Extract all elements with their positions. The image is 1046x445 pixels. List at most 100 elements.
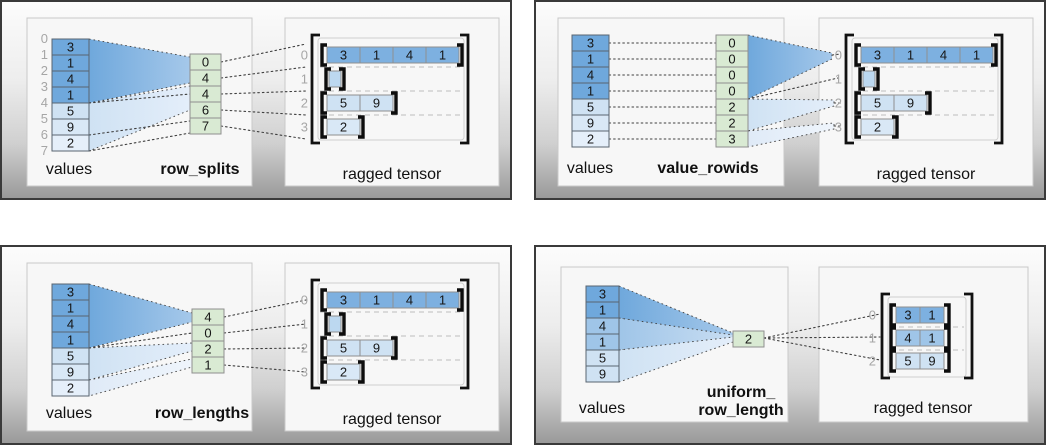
tensor-cell [959, 46, 994, 64]
spec-cell-text: 4 [204, 310, 211, 325]
spec-cell-text: 0 [728, 36, 735, 51]
spec-label-line2: row_length [698, 402, 783, 419]
tensor-cell-text: 3 [874, 48, 881, 63]
spec-cell [189, 117, 222, 135]
tensor-cell-text: 4 [904, 331, 911, 346]
values-cell-text: 3 [587, 36, 594, 51]
values-cell [51, 379, 90, 397]
row-index-label: 2 [301, 96, 308, 111]
ragged-tensor: 3 1 4 1 5 9 2 0 1 2 3 [301, 278, 470, 390]
funnel-light [88, 85, 191, 152]
tensor-cell-text: 3 [340, 293, 347, 308]
tensor-cell-text: 9 [928, 354, 935, 369]
values-cell-text: 2 [67, 136, 74, 151]
spec-cell [191, 356, 225, 374]
value-index-label: 4 [41, 95, 48, 110]
tensor-outline [317, 282, 465, 386]
values-cell-text: 3 [599, 287, 606, 302]
row-index-label: 2 [835, 96, 842, 111]
ragged-tensor: 3 1 4 1 5 9 0 1 2 [869, 292, 974, 380]
tensor-cell [893, 94, 928, 112]
values-cell-text: 4 [587, 68, 594, 83]
spec-cell-text: 2 [728, 116, 735, 131]
spec-cell-text: 0 [204, 326, 211, 341]
row-index-label: 1 [869, 331, 876, 346]
tensor-label: ragged tensor [343, 411, 442, 428]
value-index-label: 7 [41, 143, 48, 158]
tensor-cell-text: 2 [340, 365, 347, 380]
outer-brackets [880, 292, 974, 380]
tensor-outline [887, 296, 967, 378]
funnel-dark [88, 38, 191, 104]
values-cell-text: 1 [599, 303, 606, 318]
spec-cell [732, 330, 765, 348]
row-separators [320, 66, 462, 116]
funnel-dark [618, 285, 734, 339]
tensor-cell-text: 1 [373, 293, 380, 308]
values-cell-text: 5 [587, 100, 594, 115]
values-cell-text: 2 [67, 381, 74, 396]
tensor-empty-cell [328, 315, 342, 333]
panel-row-splits: 3 1 4 1 5 9 2 0 1 2 3 4 5 6 7 0 4 4 6 7 [0, 0, 512, 200]
tensor-cell [425, 291, 460, 309]
diagram-uniform-row-length: 3 1 4 1 5 9 2 3 1 4 1 5 9 0 1 2 values u… [560, 266, 1029, 423]
outer-brackets [310, 278, 470, 390]
tensor-cell [860, 118, 895, 136]
tensor-cell-text: 1 [439, 293, 446, 308]
row-index-label: 1 [301, 72, 308, 87]
ragged-tensor: 3 1 4 1 5 9 2 0 1 2 3 [301, 33, 470, 145]
tensor-empty-cell [862, 70, 876, 88]
row-lengths-column: 4 0 2 1 [191, 308, 225, 374]
tensor-cell-text: 1 [439, 48, 446, 63]
tensor-cell-text: 1 [928, 331, 935, 346]
spec-cell-text: 2 [204, 342, 211, 357]
values-cell-text: 9 [587, 116, 594, 131]
tensor-cell [425, 46, 460, 64]
diagram-row-splits: 3 1 4 1 5 9 2 0 1 2 3 4 5 6 7 0 4 4 6 7 [26, 17, 500, 187]
values-cell-text: 5 [599, 351, 606, 366]
tensor-outline [851, 37, 999, 141]
tensor-cell-text: 5 [874, 96, 881, 111]
values-column: 3 1 4 1 5 9 2 [51, 283, 90, 397]
spec-cell-text: 2 [728, 100, 735, 115]
values-cell-text: 2 [587, 132, 594, 147]
spec-label: value_rowids [657, 160, 758, 177]
row-brackets [889, 303, 951, 373]
tensor-cell [326, 363, 361, 381]
tensor-cell-text: 2 [340, 120, 347, 135]
panel-value-rowids: 3 1 4 1 5 9 2 0 0 0 0 2 2 3 3 1 4 [534, 0, 1046, 200]
tensor-cell-text: 4 [406, 293, 413, 308]
value-rowids-column: 0 0 0 0 2 2 3 [715, 34, 749, 148]
tensor-cell-text: 1 [373, 48, 380, 63]
tensor-cell-text: 9 [907, 96, 914, 111]
spec-label-line1: uniform_ [707, 384, 777, 401]
values-column: 3 1 4 1 5 9 2 [571, 34, 610, 148]
values-to-lengths-dotted-line [88, 332, 193, 349]
tensor-cell [359, 339, 394, 357]
spec-cell-text: 0 [728, 84, 735, 99]
spec-cell-text: 1 [204, 358, 211, 373]
outer-brackets [844, 33, 1004, 145]
row-splits-column: 0 4 4 6 7 [189, 53, 222, 135]
values-cell-text: 3 [67, 285, 74, 300]
row-index-label: 3 [301, 120, 308, 135]
spec-cell-text: 4 [202, 87, 209, 102]
tensor-cell-text: 3 [340, 48, 347, 63]
panel-uniform-row-length: 3 1 4 1 5 9 2 3 1 4 1 5 9 0 1 2 values u… [534, 245, 1046, 445]
tensor-cell-text: 1 [973, 48, 980, 63]
values-cell-text: 9 [67, 365, 74, 380]
values-label: values [567, 160, 613, 177]
spec-label: row_splits [160, 161, 239, 178]
spec-cell-text: 7 [202, 119, 209, 134]
values-cell-text: 5 [67, 104, 74, 119]
row-brackets [320, 43, 464, 139]
row-index-label: 3 [835, 120, 842, 135]
values-cell-text: 1 [67, 333, 74, 348]
value-index-label: 2 [41, 63, 48, 78]
length-to-tensor-dotted-lines [763, 313, 881, 361]
tensor-cell-text: 5 [340, 341, 347, 356]
funnel-dark [747, 34, 833, 100]
tensor-cell-text: 1 [907, 48, 914, 63]
tensor-cell-text: 1 [928, 308, 935, 323]
tensor-cell [919, 352, 945, 370]
